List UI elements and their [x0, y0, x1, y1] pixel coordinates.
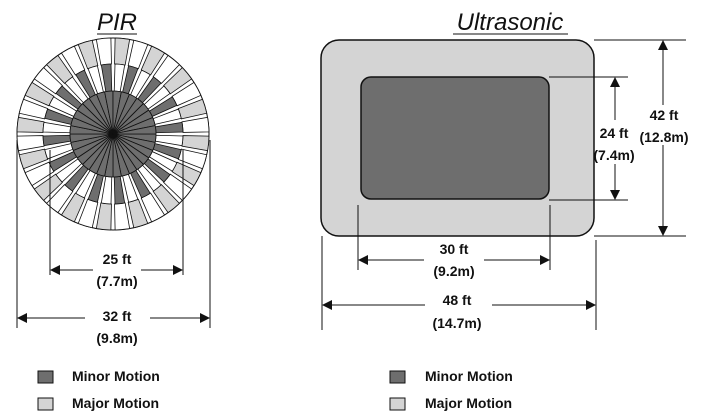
pir-inner-dim-ft: 25 ft	[103, 251, 132, 267]
pir-outer-dim-m: (9.8m)	[96, 330, 137, 346]
us-inner-width-ft: 30 ft	[440, 241, 469, 257]
us-inner-height-ft: 24 ft	[600, 125, 629, 141]
us-outer-width-ft: 48 ft	[443, 292, 472, 308]
ultrasonic-minor-zone	[360, 76, 550, 200]
us-inner-height-m: (7.4m)	[593, 147, 634, 163]
ultrasonic-legend-major-swatch	[389, 397, 406, 411]
us-outer-height-m: (12.8m)	[639, 129, 688, 145]
us-outer-width-m: (14.7m)	[432, 315, 481, 331]
ultrasonic-legend-major-label: Major Motion	[425, 395, 512, 411]
us-outer-height-ft: 42 ft	[650, 107, 679, 123]
pir-inner-dim-m: (7.7m)	[96, 273, 137, 289]
us-inner-width-m: (9.2m)	[433, 263, 474, 279]
pir-legend-major-swatch	[37, 397, 54, 411]
pir-legend-minor-label: Minor Motion	[72, 368, 160, 384]
ultrasonic-legend-minor-swatch	[389, 370, 406, 384]
pir-segments	[16, 37, 210, 231]
pir-title: PIR	[97, 9, 137, 36]
pir-coverage-pattern	[16, 37, 210, 231]
pir-minor-segment	[112, 125, 157, 135]
pir-legend-major-label: Major Motion	[72, 395, 159, 411]
ultrasonic-legend-minor-label: Minor Motion	[425, 368, 513, 384]
ultrasonic-title: Ultrasonic	[457, 9, 564, 36]
pir-outer-dim-ft: 32 ft	[103, 308, 132, 324]
pir-legend-minor-swatch	[37, 370, 54, 384]
